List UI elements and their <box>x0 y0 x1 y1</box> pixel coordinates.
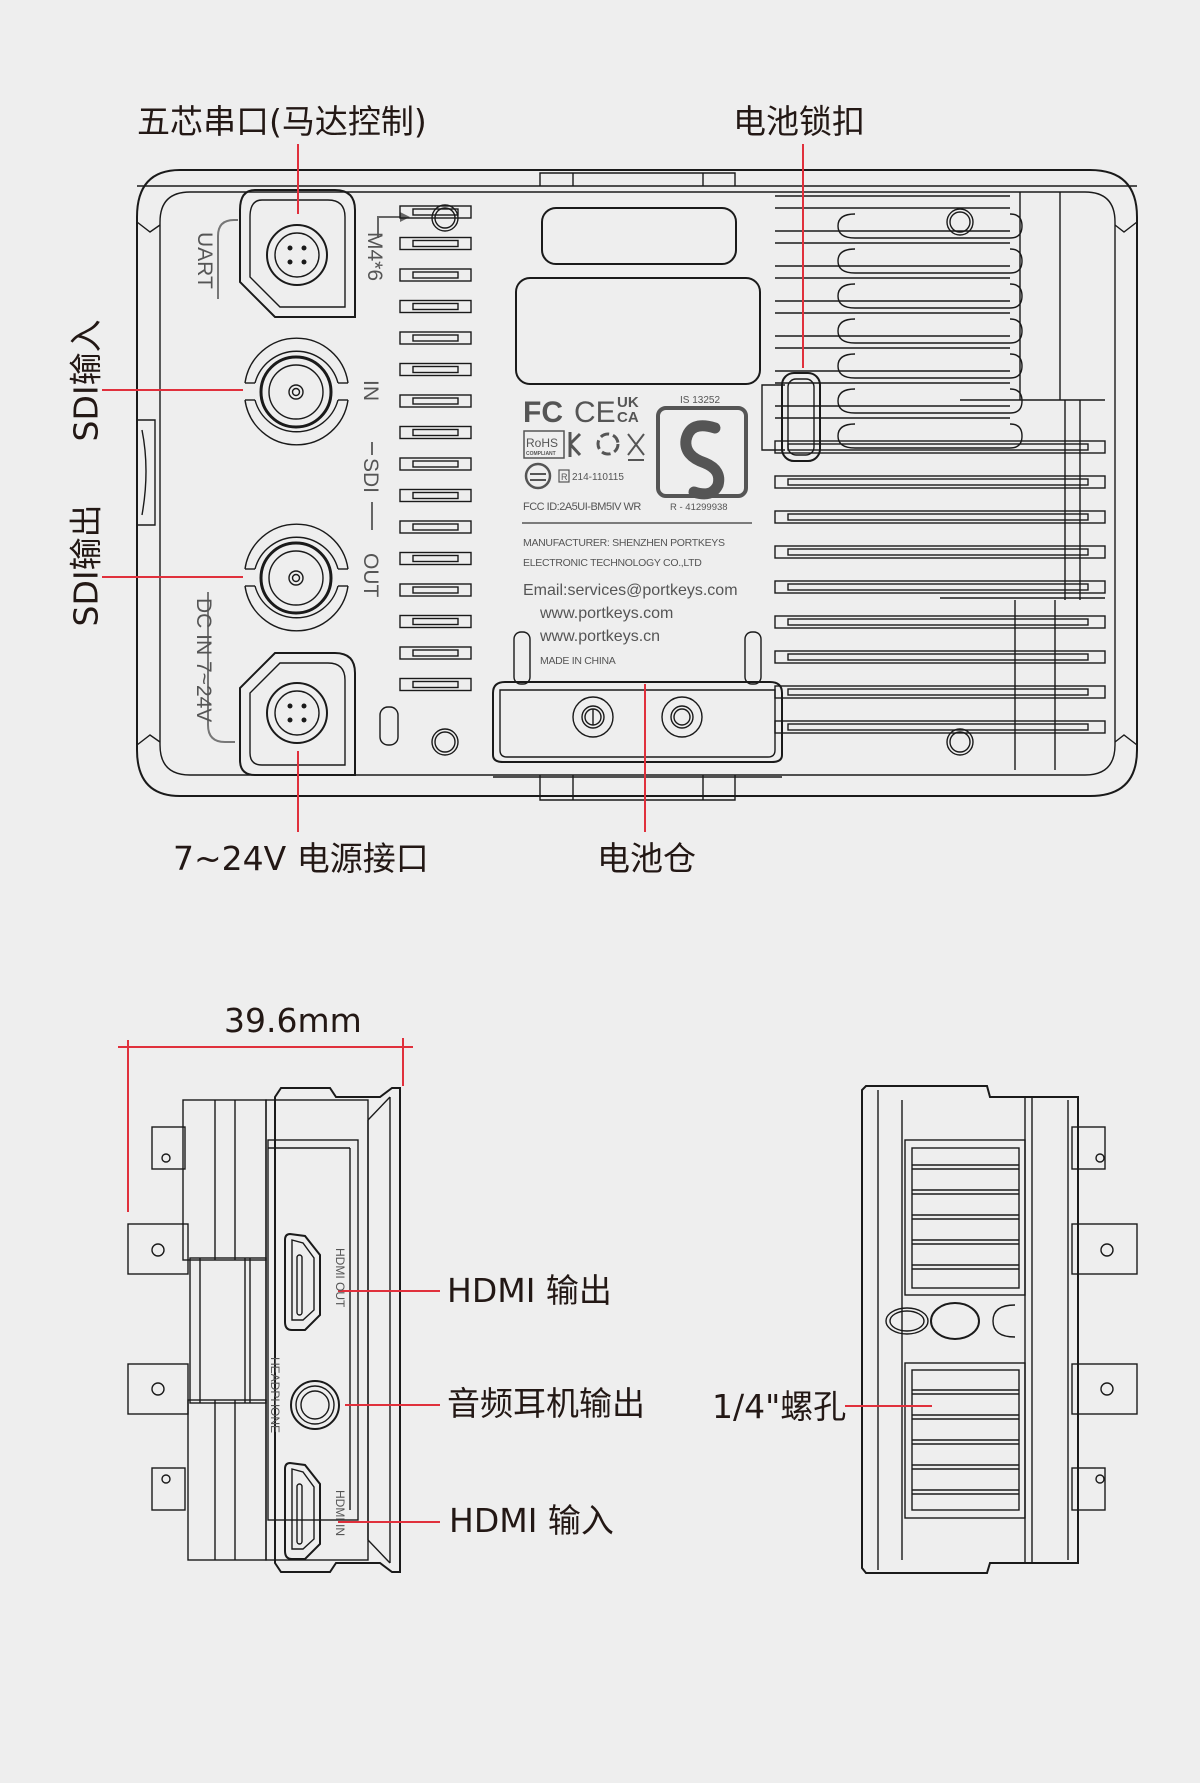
headphone-silkscreen: HEADPHONE <box>268 1357 282 1433</box>
label-plate: FC CE UK CA IS 13252 RoHS COMPLIANT R 21… <box>523 394 738 667</box>
right-side-view-device <box>861 1085 1138 1574</box>
r-mark: R <box>561 472 568 482</box>
sdi-in-silkscreen: IN <box>359 380 382 401</box>
callout-battery-bay: 电池仓 <box>597 839 696 878</box>
callout-hdmi-out: HDMI 输出 <box>447 1271 612 1310</box>
left-side-view-device <box>127 1087 401 1573</box>
fc-mark: FC <box>523 396 563 429</box>
ce-mark: CE <box>574 396 616 429</box>
callout-sdi-in: SDI输入 <box>66 319 106 442</box>
website-cn: www.portkeys.cn <box>539 628 660 645</box>
sdi-silkscreen: SDI <box>359 458 382 493</box>
ukca-mark-bottom: CA <box>617 409 639 426</box>
hdmi-in-silkscreen: HDMI IN <box>333 1490 347 1536</box>
email-text: Email:services@portkeys.com <box>523 582 738 599</box>
callout-power-port: 7~24V 电源接口 <box>173 839 429 878</box>
callout-uart-port: 五芯串口(马达控制) <box>137 102 427 141</box>
rohs-compliant: COMPLIANT <box>526 451 556 457</box>
callout-headphone: 音频耳机输出 <box>447 1384 645 1423</box>
bis-registration: R - 41299938 <box>670 502 728 513</box>
is-number: IS 13252 <box>680 395 720 406</box>
sdi-out-silkscreen: OUT <box>359 553 382 598</box>
dimension-39-6mm <box>118 1038 413 1212</box>
ukca-mark-top: UK <box>617 394 639 411</box>
uart-silkscreen: UART <box>193 232 216 289</box>
telec-number: 214-110115 <box>572 472 624 483</box>
m4-screw-silkscreen: M4*6 <box>363 232 386 281</box>
fcc-id: FCC ID:2A5UI-BM5IV WR <box>523 501 641 513</box>
manufacturer-line-1: MANUFACTURER: SHENZHEN PORTKEYS <box>523 537 725 549</box>
rohs-mark: RoHS <box>526 436 558 450</box>
sdi-in-bnc-drawing <box>244 337 349 446</box>
manufacturer-line-2: ELECTRONIC TECHNOLOGY CO.,LTD <box>523 557 702 569</box>
back-view-device <box>136 169 1138 801</box>
dimension-label: 39.6mm <box>224 1001 362 1040</box>
callout-battery-lock: 电池锁扣 <box>733 102 865 141</box>
hdmi-out-silkscreen: HDMI OUT <box>333 1248 347 1308</box>
callout-hdmi-in: HDMI 输入 <box>449 1501 614 1540</box>
callout-screw-hole: 1/4"螺孔 <box>712 1387 847 1426</box>
website-com: www.portkeys.com <box>539 605 673 622</box>
sdi-out-bnc-drawing <box>244 523 349 632</box>
right-fin-column <box>774 195 1106 734</box>
callout-sdi-out: SDI输出 <box>66 504 106 627</box>
left-fin-column <box>399 205 472 692</box>
made-in-china: MADE IN CHINA <box>540 655 616 667</box>
dc-in-silkscreen: DC IN 7~24V <box>192 598 215 722</box>
